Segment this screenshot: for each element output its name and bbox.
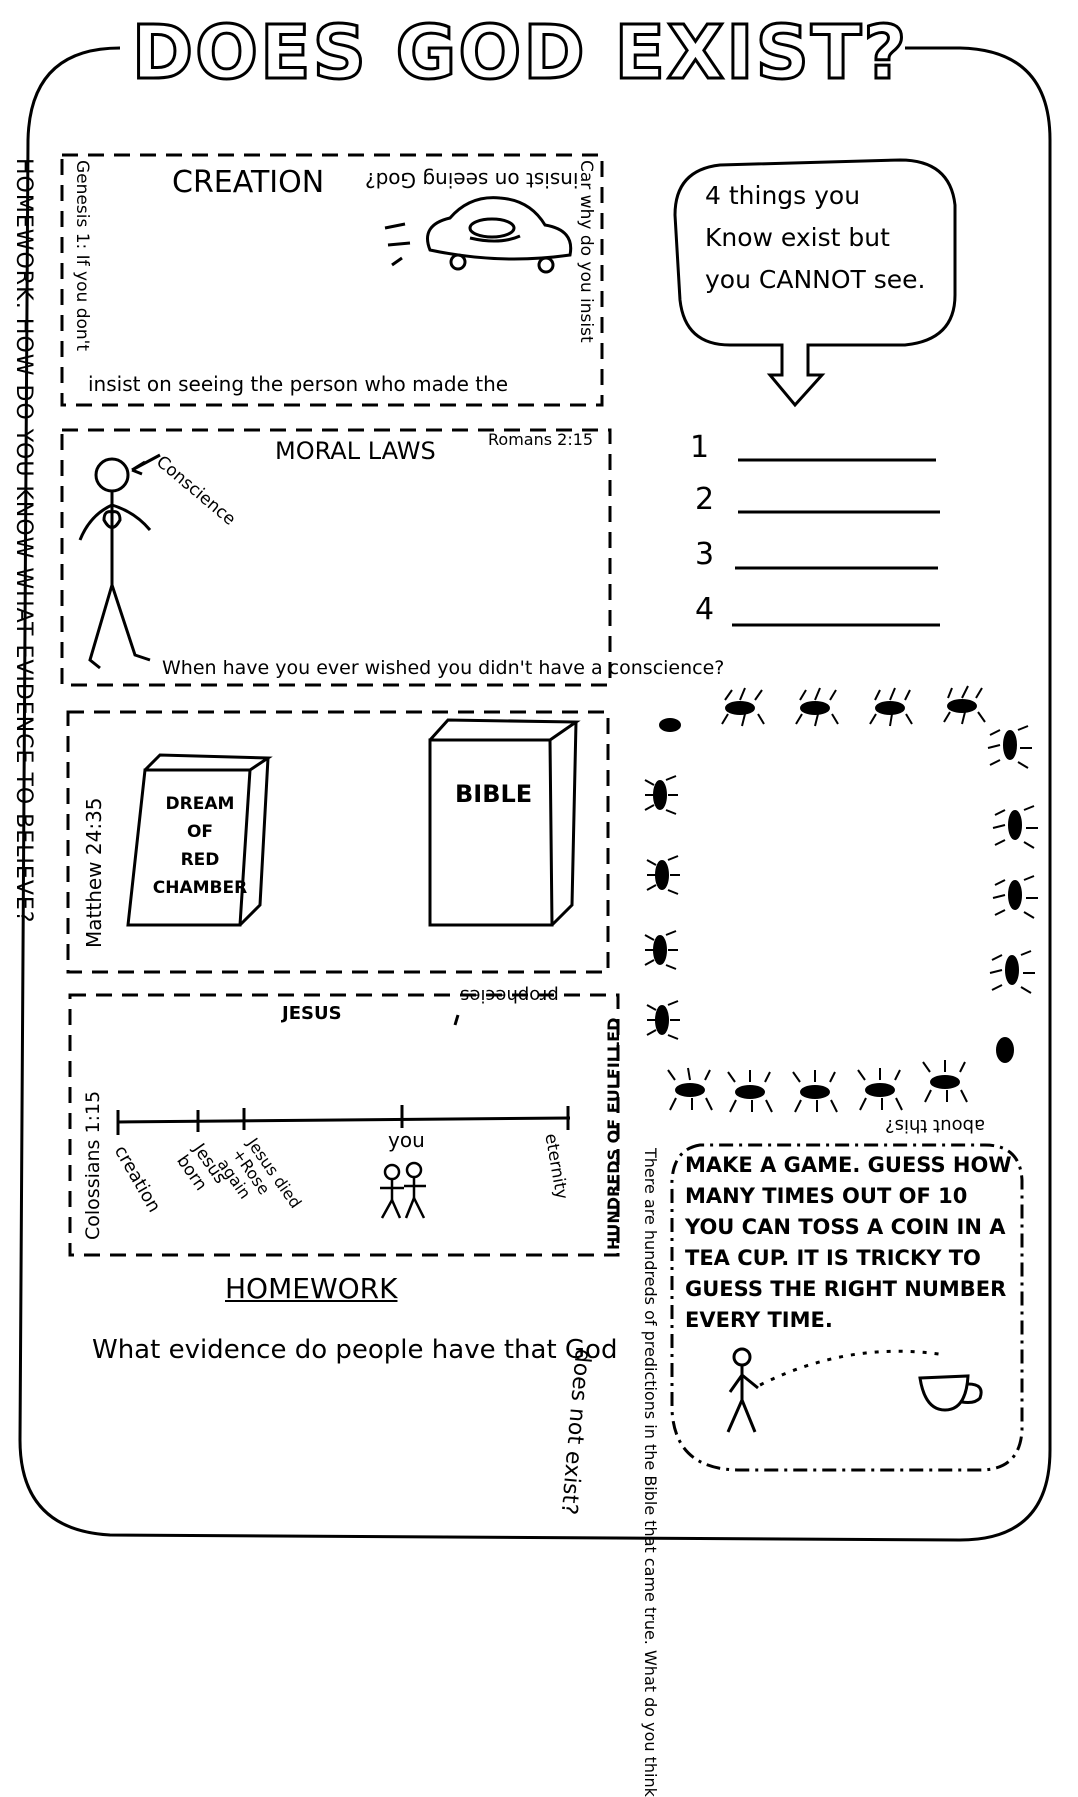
book-dream-line: OF (186, 822, 214, 842)
moral-heading: MORAL LAWS (275, 437, 436, 465)
jesus-heading: JESUS (282, 1003, 342, 1024)
matthew-ref: Matthew 24:35 (82, 797, 106, 948)
book-dream-icon (126, 753, 273, 927)
book-dream-line: CHAMBER (152, 878, 248, 898)
homework-text: What evidence do people have that God (92, 1335, 618, 1365)
creation-bottom-text: insist on seeing the person who made the (88, 372, 509, 396)
book-dream-title: DREAM OF RED CHAMBER (150, 790, 250, 902)
book-bible-title: BIBLE (455, 780, 533, 808)
jesus-box (68, 993, 620, 1257)
books-box (66, 710, 610, 974)
list-number: 1 (690, 430, 710, 465)
bubble-line: Know exist but (705, 223, 890, 252)
car-icon (384, 196, 573, 274)
moral-bottom-text: When have you ever wished you didn't hav… (162, 657, 725, 679)
homework-side-text: HOMEWORK: HOW DO YOU KNOW WHAT EVIDENCE … (11, 158, 36, 924)
creation-box (60, 153, 604, 407)
book-bible-icon (428, 718, 581, 927)
game-box (670, 1143, 1024, 1472)
book-dream-line: DREAM (165, 794, 235, 814)
bubble-line: 4 things you (705, 181, 861, 210)
stick-figure-icon (78, 453, 161, 670)
answer-lines (732, 458, 940, 627)
creation-heading: CREATION (172, 165, 325, 200)
bubble-text: 4 things you Know exist but you CANNOT s… (705, 175, 945, 301)
speech-bubble (673, 158, 957, 408)
worksheet-frame (18, 46, 1052, 1542)
book-dream-line: RED (180, 850, 220, 870)
list-number: 2 (695, 482, 715, 517)
page-title: DOES GOD EXIST? (130, 9, 909, 98)
couple-figures-icon (380, 1161, 426, 1219)
game-arc-text-line: There are hundreds of predictions in the… (641, 1148, 660, 1797)
tossing-figure-icon (726, 1347, 946, 1433)
creation-right-text: Car why do you insist (576, 160, 596, 343)
tea-cup-icon (918, 1374, 983, 1412)
ants-caption: about this? (885, 1115, 986, 1136)
ant-border-icon (644, 685, 1038, 1113)
creation-upside-text: insist on seeing God? (365, 168, 579, 192)
creation-left-text: Genesis 1: If you don't (72, 160, 92, 352)
jesus-upside-text: prophecies (460, 985, 559, 1006)
list-number: 4 (695, 592, 715, 627)
moral-ref: Romans 2:15 (488, 430, 594, 449)
colossians-ref: Colossians 1:15 (82, 1090, 104, 1240)
bubble-line: you CANNOT see. (705, 265, 926, 294)
you-label: you (388, 1128, 425, 1152)
list-number: 3 (695, 537, 715, 572)
timeline (116, 1014, 571, 1135)
jesus-right-text: HUNDREDS OF FULFILLED (604, 1017, 623, 1250)
homework-title: HOMEWORK (225, 1272, 398, 1305)
game-text: Make a game. Guess how many times out of… (685, 1153, 1012, 1332)
moral-box (60, 428, 612, 687)
